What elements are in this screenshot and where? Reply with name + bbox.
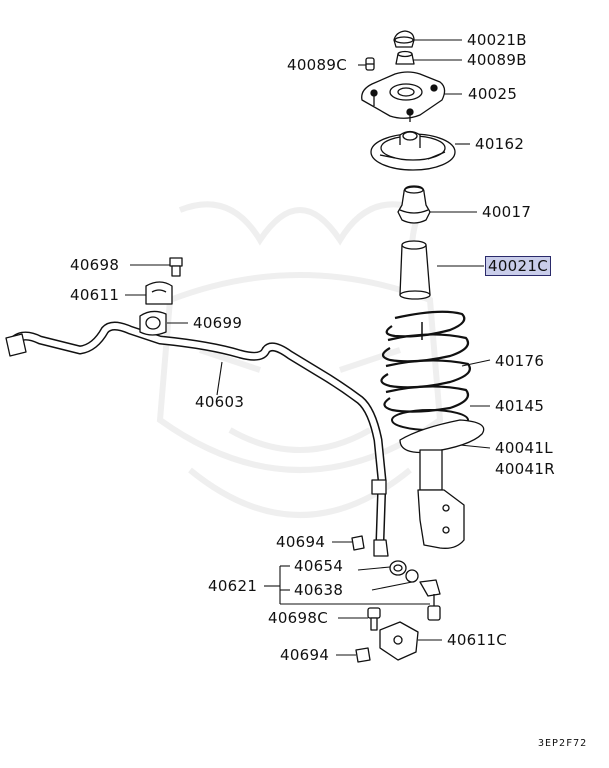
spring-seat-40162 [370, 130, 456, 171]
label-40694-mid: 40694 [276, 533, 326, 551]
nut-40089c [365, 57, 375, 71]
diagram-code: 3EP2F72 [538, 738, 588, 749]
bolt-40698c [367, 607, 381, 631]
label-40638: 40638 [294, 581, 344, 599]
nut-40021b [393, 30, 415, 48]
label-40041r: 40041R [495, 460, 555, 478]
label-40694-bot: 40694 [280, 646, 330, 664]
bushing-40699 [139, 310, 167, 336]
label-40145: 40145 [495, 397, 545, 415]
label-40698: 40698 [70, 256, 120, 274]
label-40603: 40603 [195, 393, 245, 411]
cushion-40654 [389, 560, 407, 576]
part-drawings [5, 30, 485, 663]
label-40611c: 40611C [447, 631, 507, 649]
coil-spring-40176 [380, 310, 471, 413]
label-40698c: 40698C [268, 609, 328, 627]
label-40611: 40611 [70, 286, 120, 304]
label-40621: 40621 [208, 577, 258, 595]
label-40699: 40699 [193, 314, 243, 332]
bolt-40698 [169, 257, 183, 277]
bracket-40611c [379, 621, 419, 661]
label-40089b: 40089B [467, 51, 527, 69]
strut-mount-40025 [361, 71, 446, 122]
label-40025: 40025 [468, 85, 518, 103]
nut-40089b [395, 50, 415, 65]
leader-lines [125, 39, 491, 656]
label-40017: 40017 [482, 203, 532, 221]
label-40089c: 40089C [287, 56, 347, 74]
nut-40694-mid [351, 535, 365, 551]
stabilizer-link [419, 579, 441, 621]
washer-40638 [405, 569, 419, 583]
bump-stopper-40017 [397, 185, 431, 224]
label-40176: 40176 [495, 352, 545, 370]
bracket-40611 [145, 281, 173, 305]
label-40162: 40162 [475, 135, 525, 153]
nut-40694-bot [355, 647, 371, 663]
label-40021b: 40021B [467, 31, 527, 49]
watermark-logo [156, 201, 444, 518]
dust-boot-40021c [399, 240, 431, 300]
label-40041l: 40041L [495, 439, 553, 457]
label-40021c-highlighted[interactable]: 40021C [485, 256, 551, 276]
label-40654: 40654 [294, 557, 344, 575]
strut-assembly-40041 [399, 419, 485, 549]
stabilizer-bar-40603 [5, 321, 389, 557]
